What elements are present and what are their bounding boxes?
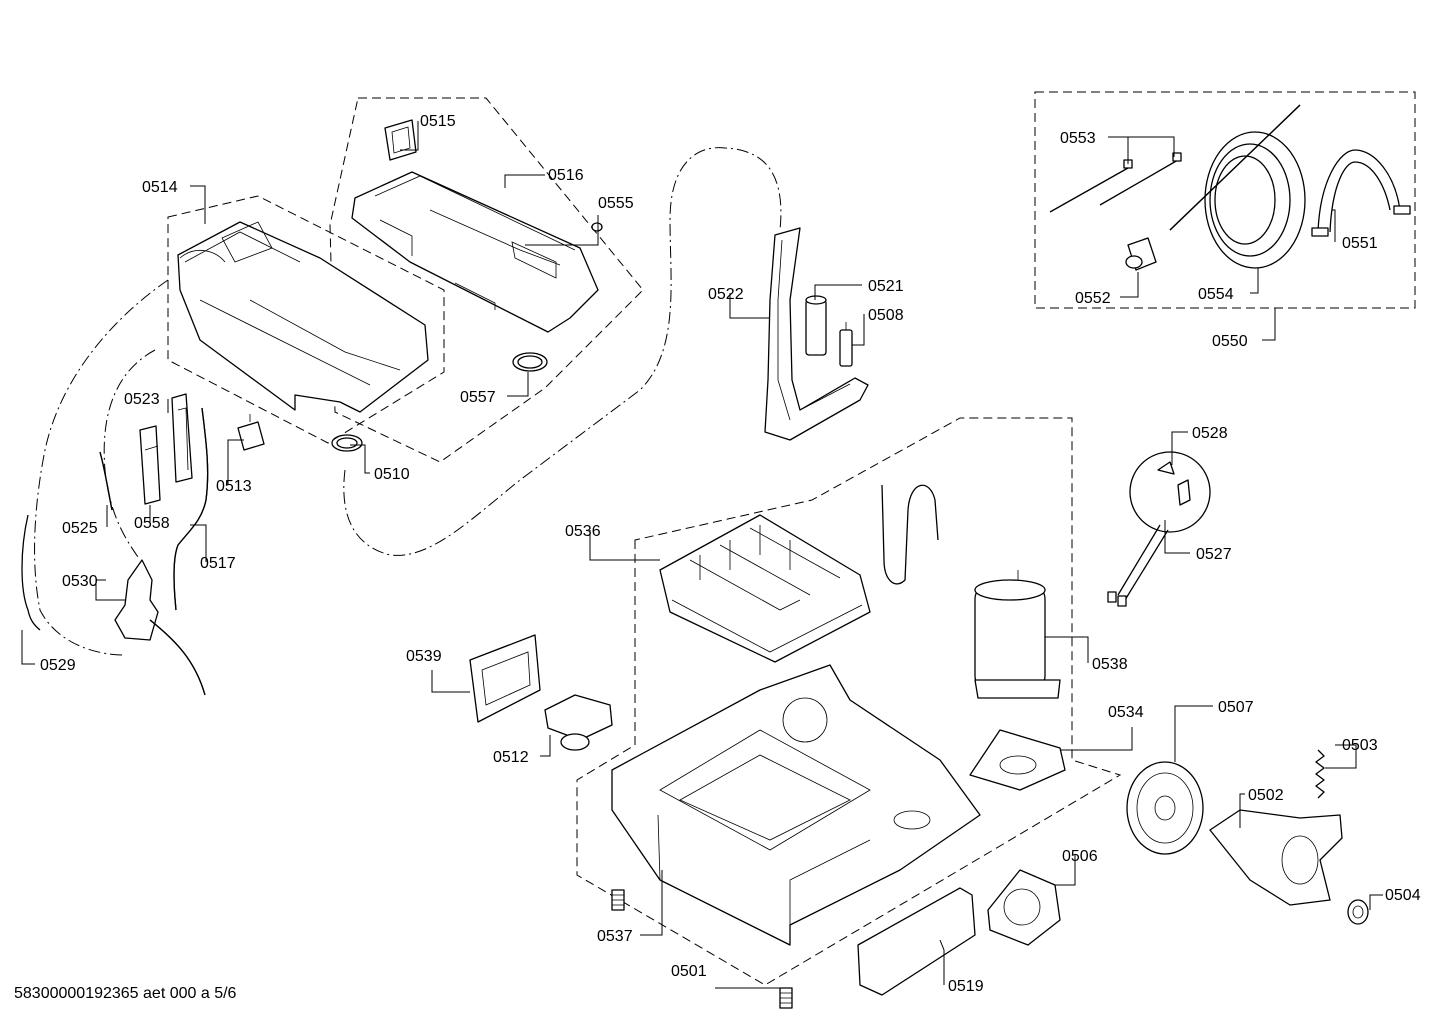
part-0525-hose-inner <box>99 451 113 511</box>
document-reference: 58300000192365 aet 000 a 5/6 <box>14 985 237 1002</box>
callout-0528: 0528 <box>1192 425 1228 442</box>
part-refrigerant-pipes <box>881 484 939 585</box>
callout-0550: 0550 <box>1212 333 1248 350</box>
callout-0512: 0512 <box>493 749 529 766</box>
part-0551-hose-bracket <box>1311 149 1411 237</box>
group-outlines <box>34 91 1416 986</box>
callout-0523: 0523 <box>124 391 160 408</box>
callout-0530: 0530 <box>62 573 98 590</box>
leader-lines <box>21 121 1383 989</box>
part-0506-fan <box>987 869 1061 946</box>
callout-0555: 0555 <box>598 195 634 212</box>
callout-0516: 0516 <box>548 167 584 184</box>
outline-filter-group <box>167 195 445 444</box>
part-0527-0528-detail <box>1107 451 1211 607</box>
part-0537-screw <box>611 889 625 911</box>
callout-0510: 0510 <box>374 466 410 483</box>
part-0515-filter-clip <box>384 119 417 161</box>
part-0507-fan-wheel <box>1126 761 1204 855</box>
part-0530-pump <box>114 559 206 696</box>
hose-route-top <box>343 147 782 556</box>
callout-0553: 0553 <box>1060 130 1096 147</box>
part-0536-condenser-unit <box>659 514 871 663</box>
outline-accessory-kit <box>1034 91 1416 309</box>
callout-0529: 0529 <box>40 657 76 674</box>
part-base-frame <box>611 664 981 946</box>
callout-0503: 0503 <box>1342 737 1378 754</box>
callout-0519: 0519 <box>948 978 984 995</box>
callout-0536: 0536 <box>565 523 601 540</box>
callout-0502: 0502 <box>1248 787 1284 804</box>
part-0521-capacitor <box>805 295 827 356</box>
callout-0513: 0513 <box>216 478 252 495</box>
callout-0525: 0525 <box>62 520 98 537</box>
callout-0554: 0554 <box>1198 286 1234 303</box>
callout-0557: 0557 <box>460 389 496 406</box>
part-0519-seal-frame <box>857 887 976 996</box>
part-0534-mount-plate <box>969 729 1066 791</box>
callout-labels: 0515 0516 0555 0514 0557 0510 0523 0513 … <box>40 113 1421 995</box>
outline-tank-group <box>329 97 644 463</box>
part-0557-seal-ring <box>512 352 548 372</box>
part-0501-screw <box>779 987 793 1009</box>
callout-0517: 0517 <box>200 555 236 572</box>
part-0508-capacitor <box>839 322 853 367</box>
part-0510-seal-ring <box>331 434 363 452</box>
part-0512-valve <box>544 694 613 751</box>
callout-0507: 0507 <box>1218 699 1254 716</box>
hose-route-left <box>34 279 169 656</box>
callout-0539: 0539 <box>406 648 442 665</box>
callout-0522: 0522 <box>708 286 744 303</box>
callout-0501: 0501 <box>671 963 707 980</box>
callout-0506: 0506 <box>1062 848 1098 865</box>
callout-0552: 0552 <box>1075 290 1111 307</box>
part-0516-water-tank <box>351 171 599 333</box>
callout-0515: 0515 <box>420 113 456 130</box>
part-0522-air-duct <box>764 227 869 441</box>
callout-0551: 0551 <box>1342 235 1378 252</box>
part-0554-hose-coil <box>1169 104 1306 269</box>
callout-0534: 0534 <box>1108 704 1144 721</box>
part-0558-support <box>139 425 161 505</box>
callout-0558: 0558 <box>134 515 170 532</box>
callout-0537: 0537 <box>597 928 633 945</box>
part-0523-bracket <box>171 393 193 483</box>
part-0514-condensate-channel <box>177 221 429 413</box>
outline-base-group <box>576 417 1122 986</box>
callout-0508: 0508 <box>868 307 904 324</box>
part-0513-sensor <box>237 414 265 451</box>
part-0555-plug <box>591 222 603 232</box>
part-0502-motor <box>1209 809 1343 906</box>
part-0517-hose-inner <box>173 407 209 611</box>
part-0538-compressor <box>974 570 1061 699</box>
callout-0527: 0527 <box>1196 546 1232 563</box>
callout-0538: 0538 <box>1092 656 1128 673</box>
part-0503-spring <box>1315 749 1325 799</box>
part-0552-connector <box>1125 237 1157 271</box>
part-0504-bushing <box>1347 899 1369 925</box>
hose-route-inner <box>103 349 156 561</box>
callout-0504: 0504 <box>1385 887 1421 904</box>
callout-0521: 0521 <box>868 278 904 295</box>
part-0539-bracket <box>469 634 541 723</box>
part-0553-cable-ties <box>1049 152 1182 213</box>
part-0529-cable <box>21 514 41 631</box>
callout-0514: 0514 <box>142 179 178 196</box>
